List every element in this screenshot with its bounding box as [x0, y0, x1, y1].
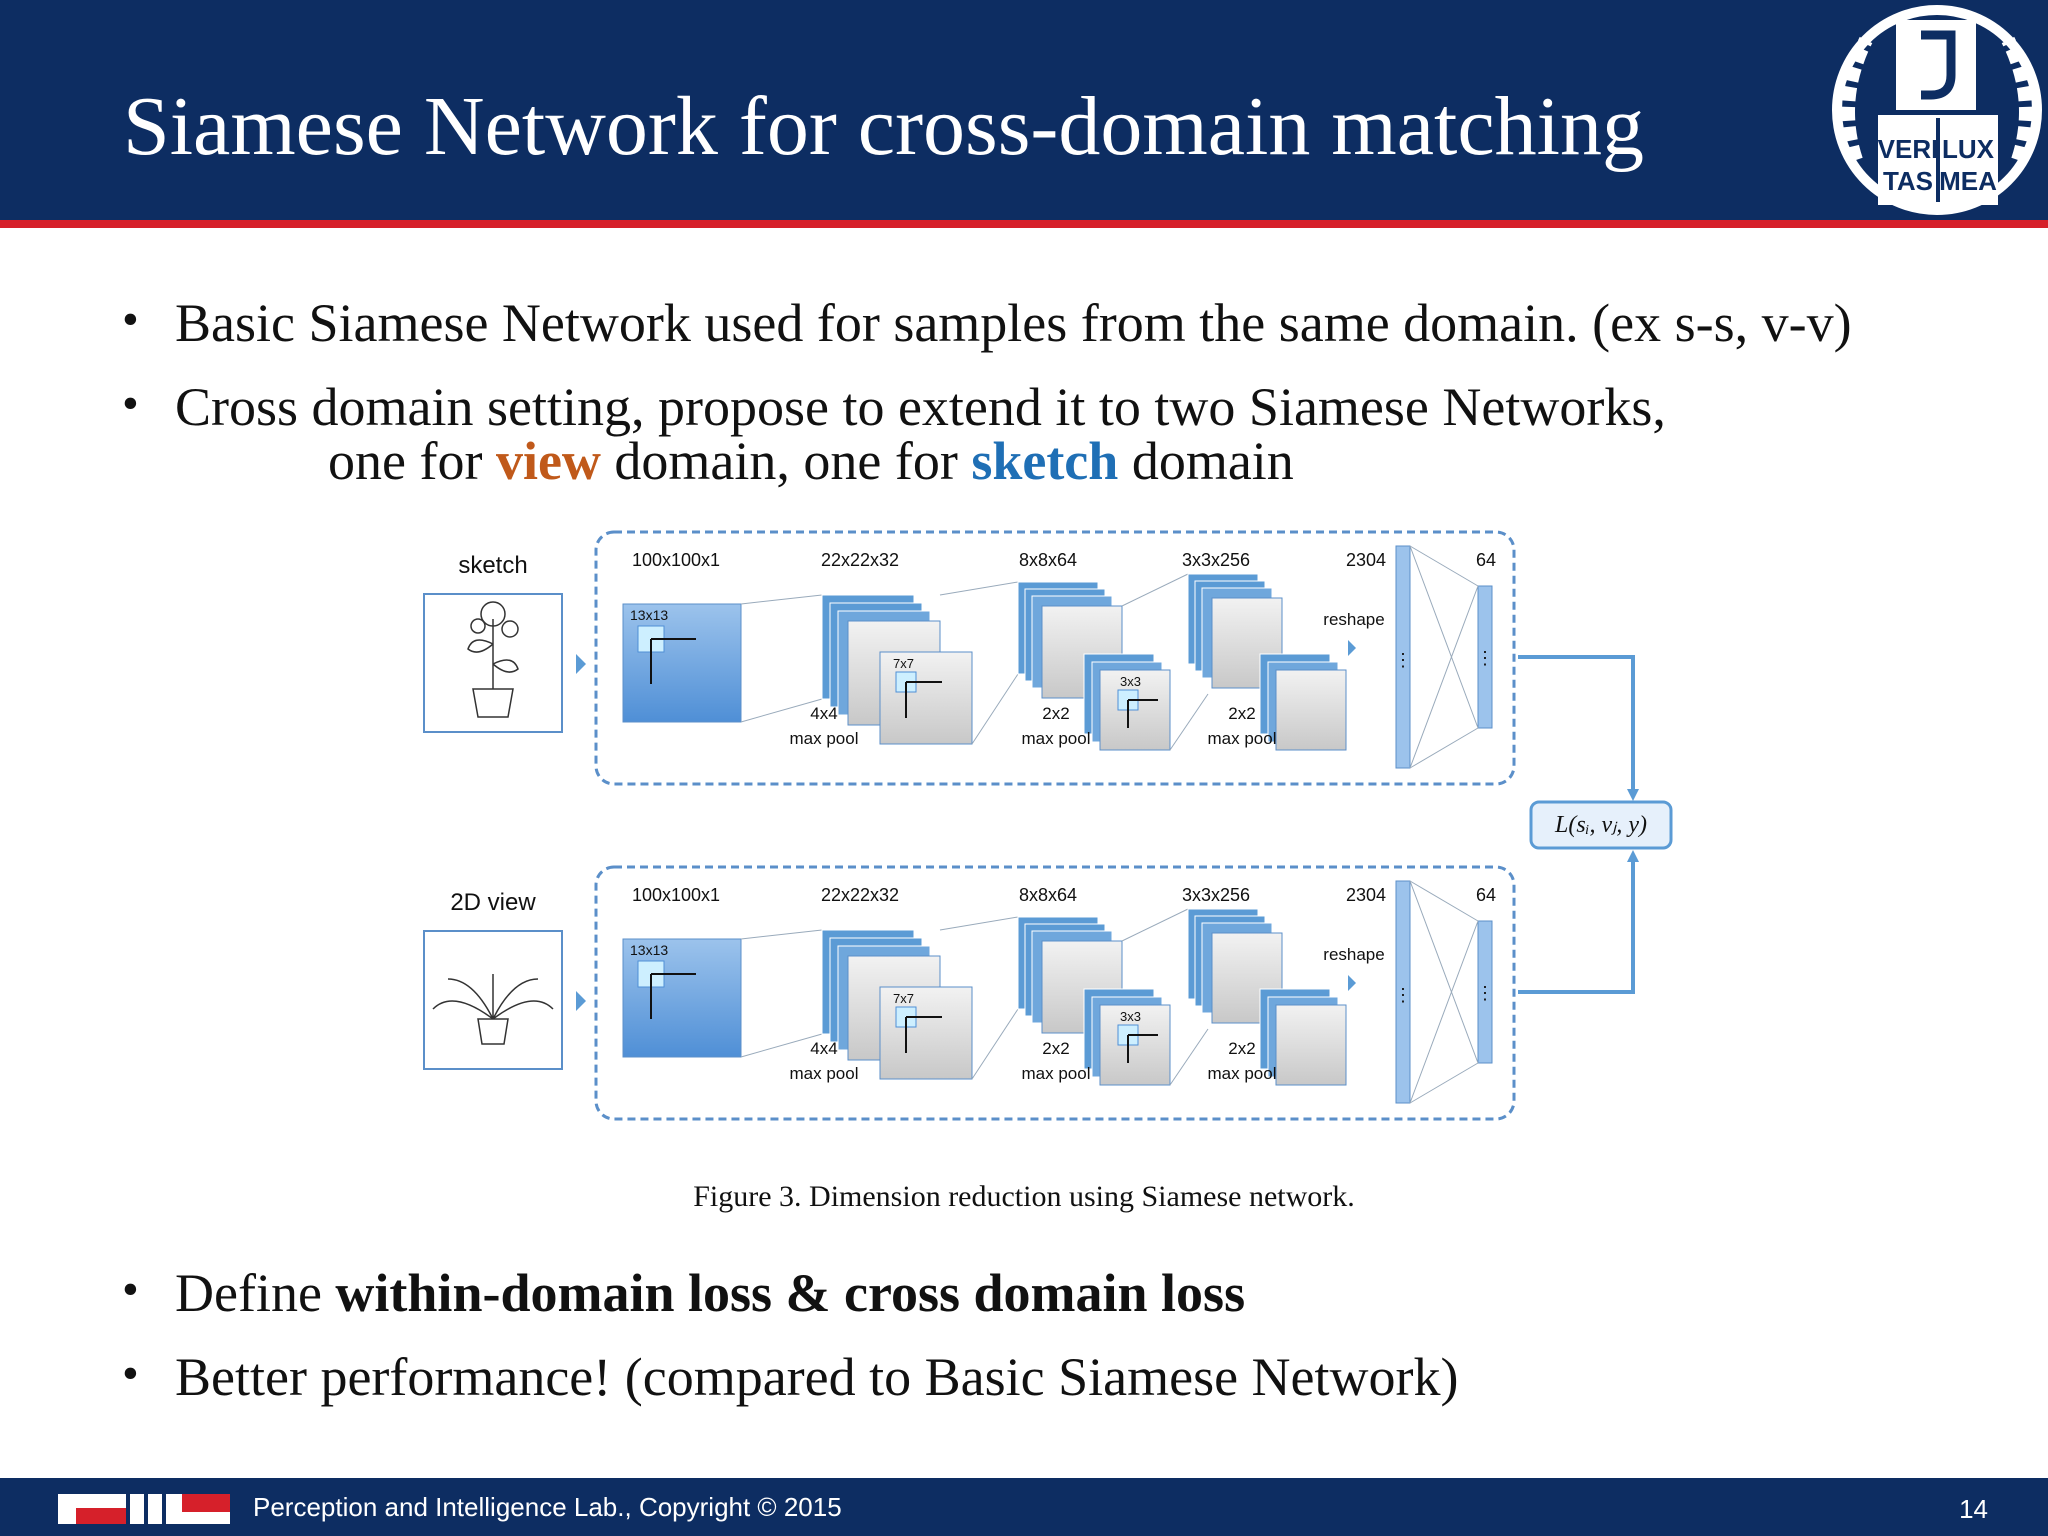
sketch-network-box — [594, 530, 1516, 786]
plant-sketch-drawing — [467, 601, 519, 718]
bullet-2-line1: Cross domain setting, propose to extend … — [175, 377, 1666, 437]
bullet-4: Better performance! (compared to Basic S… — [175, 1347, 1459, 1407]
sketch-word: sketch — [971, 431, 1119, 491]
dim-label: 3x3x256 — [1182, 885, 1250, 905]
pool-size: 2x2 — [1042, 1039, 1069, 1058]
flatten-vector — [1395, 545, 1411, 769]
sketch-branch: sketch 100x100x1 22x22x32 8x8x64 3x3x256… — [423, 530, 1639, 801]
figure-caption: Figure 3. Dimension reduction using Siam… — [693, 1180, 1355, 1213]
university-emblem: VERI LUX TAS MEA — [1832, 5, 2042, 215]
title-bar — [0, 0, 2048, 220]
sketch-label: sketch — [458, 552, 527, 579]
dim-label: 2304 — [1346, 550, 1386, 570]
slide-title: Siamese Network for cross-domain matchin… — [123, 80, 1644, 173]
flatten-vector — [1395, 880, 1411, 1104]
kernel-label: 13x13 — [630, 607, 668, 623]
dim-label: 8x8x64 — [1019, 885, 1077, 905]
conv3-stack — [1187, 573, 1347, 751]
kernel-label: 3x3 — [1120, 674, 1141, 689]
reshape-label: reshape — [1323, 610, 1384, 629]
kernel-label: 7x7 — [893, 991, 914, 1006]
view-word: view — [495, 431, 601, 491]
view-output-connector — [1518, 860, 1635, 994]
bullet-dot: • — [122, 1347, 139, 1400]
bullet-3: Define within-domain loss & cross domain… — [175, 1263, 1246, 1323]
view-label: 2D view — [450, 889, 536, 916]
dim-label: 100x100x1 — [632, 550, 720, 570]
pool-size: 4x4 — [810, 704, 837, 723]
loss-definition-bold: within-domain loss & cross domain loss — [335, 1263, 1246, 1323]
plant-view-drawing — [432, 974, 554, 1045]
pool-label: max pool — [790, 729, 859, 748]
lab-logo — [58, 1494, 230, 1524]
pool-label: max pool — [790, 1064, 859, 1083]
pool-label: max pool — [1208, 729, 1277, 748]
page-number: 14 — [1959, 1494, 1988, 1524]
bullet-dot: • — [122, 1263, 139, 1316]
dim-label: 22x22x32 — [821, 885, 899, 905]
footer-bar — [0, 1478, 2048, 1536]
dim-label: 3x3x256 — [1182, 550, 1250, 570]
pool-size: 2x2 — [1228, 704, 1255, 723]
conv1-stack: 7x7 — [821, 594, 973, 745]
dim-label: 100x100x1 — [632, 885, 720, 905]
emblem-text-veri: VERI — [1878, 134, 1939, 164]
pool-size: 4x4 — [810, 1039, 837, 1058]
embedding-vector — [1477, 585, 1493, 729]
pool-label: max pool — [1022, 1064, 1091, 1083]
loss-function-label: L(sᵢ, vⱼ, y) — [1554, 812, 1647, 838]
pool-size: 2x2 — [1042, 704, 1069, 723]
pool-label: max pool — [1022, 729, 1091, 748]
emblem-text-lux: LUX — [1942, 134, 1995, 164]
svg-text:⋮: ⋮ — [1394, 650, 1412, 670]
loss-function-box — [1529, 800, 1673, 850]
svg-text:⋮: ⋮ — [1476, 983, 1494, 1003]
sketch-output-connector — [1518, 655, 1635, 791]
emblem-text-tas: TAS — [1883, 166, 1933, 196]
pool-size: 2x2 — [1228, 1039, 1255, 1058]
title-underline — [0, 220, 2048, 228]
pool-label: max pool — [1208, 1064, 1277, 1083]
bullet-dot: • — [122, 377, 139, 430]
bullet-1: Basic Siamese Network used for samples f… — [175, 293, 1852, 353]
kernel-label: 13x13 — [630, 942, 668, 958]
conv2-stack: 3x3 — [1017, 581, 1171, 751]
footer-copyright: Perception and Intelligence Lab., Copyri… — [253, 1492, 842, 1522]
conv2-stack: 3x3 — [1017, 916, 1171, 1086]
dim-label: 64 — [1476, 550, 1496, 570]
reshape-label: reshape — [1323, 945, 1384, 964]
embedding-vector — [1477, 920, 1493, 1064]
input-arrow — [576, 991, 586, 1011]
emblem-text-mea: MEA — [1939, 166, 1997, 196]
dim-label: 22x22x32 — [821, 550, 899, 570]
view-branch: 2D view 100x100x1 22x22x32 8x8x64 3x3x25… — [423, 850, 1639, 1121]
kernel-label: 7x7 — [893, 656, 914, 671]
bullet-dot: • — [122, 293, 139, 346]
dim-label: 8x8x64 — [1019, 550, 1077, 570]
bullet-2-line2: one for view domain, one for sketch doma… — [328, 431, 1294, 491]
svg-text:⋮: ⋮ — [1394, 985, 1412, 1005]
svg-text:⋮: ⋮ — [1476, 648, 1494, 668]
dim-label: 64 — [1476, 885, 1496, 905]
dim-label: 2304 — [1346, 885, 1386, 905]
conv1-stack: 7x7 — [821, 929, 973, 1080]
siamese-figure: sketch 100x100x1 22x22x32 8x8x64 3x3x256… — [423, 530, 1673, 1121]
input-arrow — [576, 654, 586, 674]
input-layer — [622, 603, 742, 723]
kernel-label: 3x3 — [1120, 1009, 1141, 1024]
view-network-box — [594, 865, 1516, 1121]
conv3-stack — [1187, 908, 1347, 1086]
input-layer — [622, 938, 742, 1058]
